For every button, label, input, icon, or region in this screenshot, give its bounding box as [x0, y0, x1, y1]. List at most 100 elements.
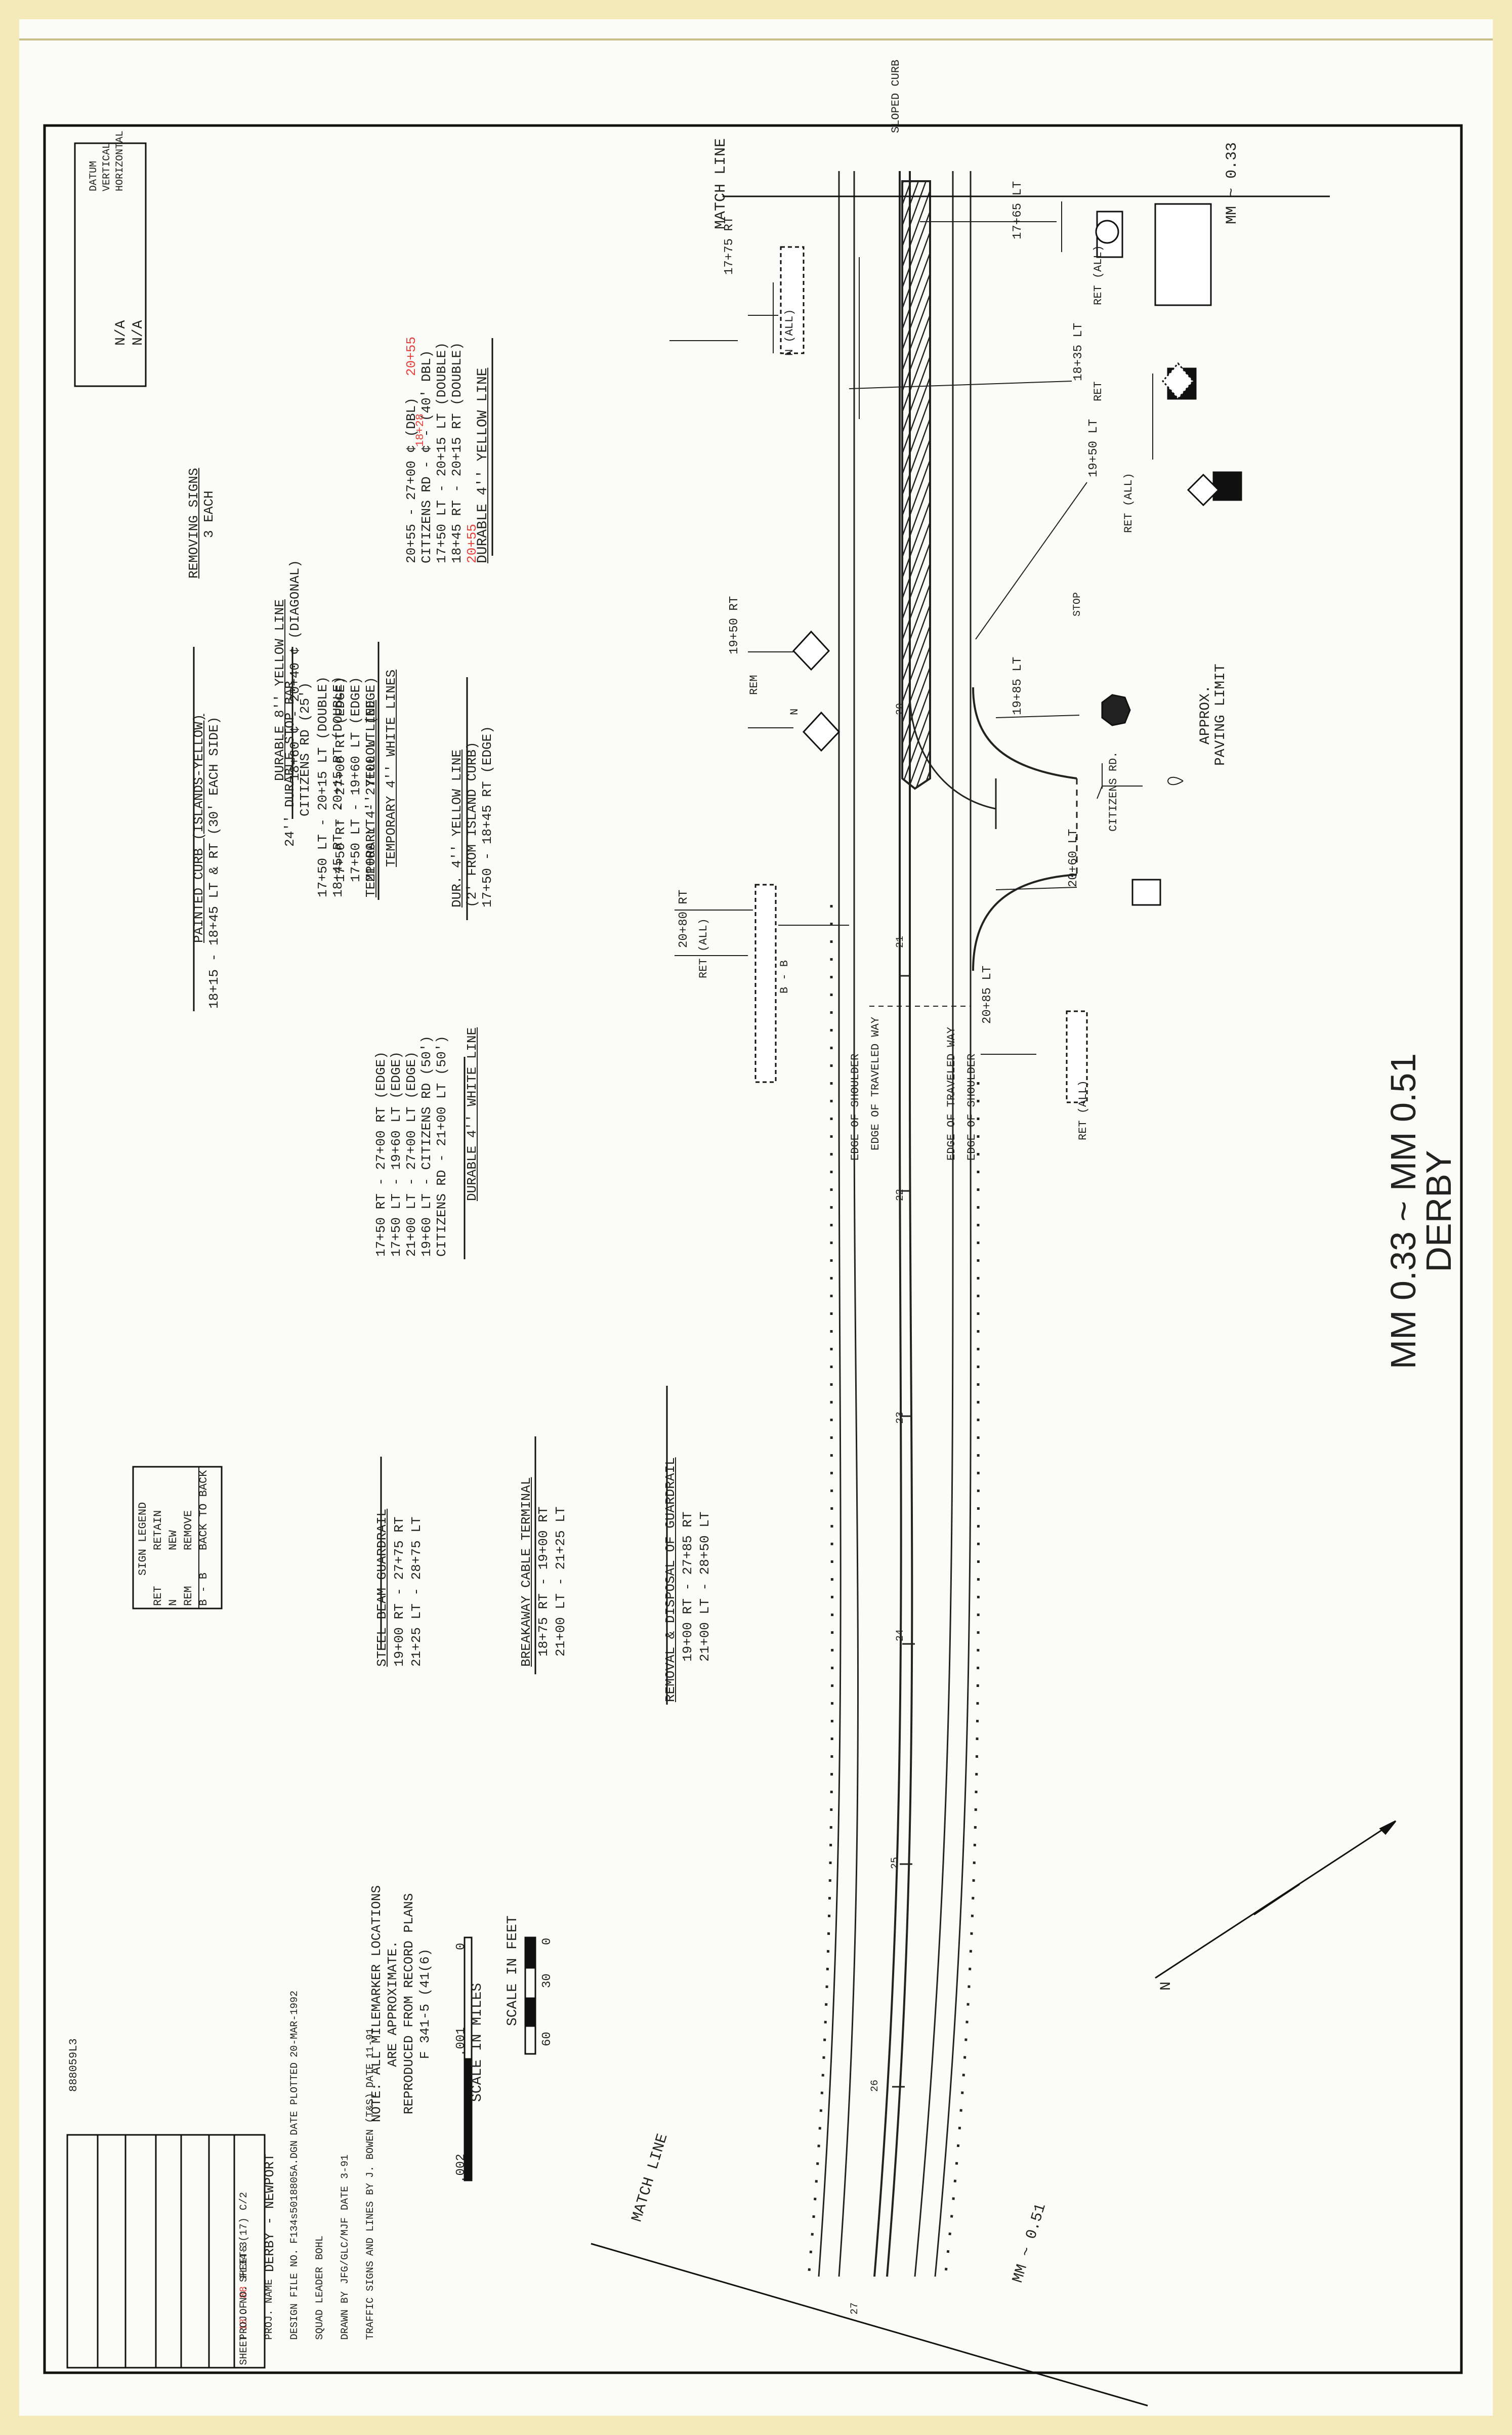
station-callout: 20+85 LT [981, 965, 994, 1024]
station-number: 20 [895, 703, 906, 715]
station-number: 23 [895, 1411, 906, 1424]
note-line: 18+45 RT - 20+15 RT (DOUBLE) [449, 342, 465, 563]
scale-tick: 0 [540, 1937, 554, 1945]
note-line: 21+00 LT - 21+25 LT [553, 1506, 568, 1657]
legend-code: RET [152, 1586, 164, 1606]
tb-label: PROJ. NAME [264, 2279, 275, 2340]
paving-limit-note: APPROX. PAVING LIMIT [1198, 664, 1229, 766]
note-line: ARE APPROXIMATE. [385, 1941, 400, 2067]
datum-vertical: VERTICAL [101, 142, 113, 191]
scale-tick: 0 [454, 1943, 468, 1950]
datum-label: DATUM [88, 160, 100, 191]
title-block [66, 2134, 266, 2369]
tb-label: TRAFFIC SIGNS [365, 2260, 376, 2340]
note-heading: STEEL BEAM GUARDRAIL [374, 1508, 390, 1667]
mm-bottom-label: MM ~ 0.51 [1010, 2201, 1050, 2285]
datum-vertical-value: N/A [113, 320, 129, 346]
tb-value: 3-91 [340, 2154, 351, 2179]
red-annotation: 20+55 [465, 523, 480, 563]
datum-horizontal-value: N/A [131, 320, 146, 346]
station-number: 26 [869, 2079, 881, 2092]
tb-value: 20-MAR-1992 [289, 1990, 301, 2057]
note-heading: REMOVING SIGNS [186, 468, 201, 579]
note-line: (2' FROM ISLAND CURB) [465, 741, 480, 907]
note-line: 17+50 LT - 20+15 LT (DOUBLE) [315, 676, 330, 897]
note-line: 21+00 LT - 28+50 LT [697, 1511, 712, 1662]
divided-hwy-sign-new-icon [802, 711, 841, 752]
sign-lake-memphremagog [780, 246, 805, 354]
sign-citizens-rd [1066, 1010, 1088, 1103]
note-heading: TEMPORARY 4'' WHITE LINES [384, 669, 399, 867]
datum-horizontal: HORIZONTAL [114, 130, 126, 191]
station-callout: 19+50 LT [1087, 419, 1101, 477]
durable-white-lines: 17+50 RT - 27+00 RT (EDGE) 17+50 LT - 19… [373, 1036, 449, 1257]
station-callout: 19+50 RT [728, 596, 741, 654]
note-heading: BREAKAWAY CABLE TERMINAL [519, 1477, 534, 1667]
match-line-bottom [591, 2243, 1148, 2407]
datum-values: N/A N/A [113, 320, 147, 346]
mm-top-label: MM ~ 0.33 [1224, 142, 1241, 224]
sign-code: B - B [778, 960, 791, 994]
speed-limit-sign-icon [1131, 879, 1161, 906]
sign-canada-st-johnsbury [1154, 203, 1212, 306]
red-annotation: 20+55 [404, 336, 419, 376]
roadway [807, 171, 1078, 2277]
tb-label: PROJ. NO. [238, 2285, 250, 2340]
sheet-border [43, 124, 1463, 2374]
tb-label: SQUAD LEADER [314, 2266, 326, 2340]
datum-block: DATUM VERTICAL HORIZONTAL [88, 131, 127, 191]
sign-border-patrol [754, 884, 777, 1083]
note-line: 18+15 - 18+45 LT & RT (30' EACH SIDE) [206, 716, 222, 1009]
guardrail-removal: REMOVAL & DISPOSAL OF GUARDRAIL 19+00 RT… [662, 1457, 713, 1702]
stop-sign-text: STOP [1072, 592, 1083, 616]
note-line: 3 EACH [201, 490, 217, 538]
note-line: F 341-5 (41(6) [417, 1948, 433, 2059]
note-line: REPRODUCED FROM RECORD PLANS [401, 1893, 416, 2115]
temp-white-lines: 17+50 RT - 27+00 RT (EDGE) 17+50 LT - 19… [333, 677, 379, 882]
edge-label: EDGE OF TRAVELED WAY [945, 1026, 958, 1161]
note-heading: 24'' DURABLE STOP BAR [282, 681, 298, 847]
note-heading: DUR. 4'' YELLOW LINE [449, 749, 465, 907]
divided-hwy-sign-icon [792, 630, 830, 671]
legend-title: SIGN LEGEND [137, 1502, 149, 1576]
sign-code: RET (ALL) [1092, 245, 1105, 305]
tb-value: JFG/GLC/MJF [340, 2217, 351, 2284]
legend-code: N [167, 1599, 180, 1606]
tb-label: DATE [365, 2063, 376, 2088]
tb-label: DRAWN BY [340, 2291, 351, 2340]
note-heading: REMOVAL & DISPOSAL OF GUARDRAIL [663, 1457, 678, 1702]
temp-white-notes: TEMPORARY 4'' WHITE LINES [384, 670, 399, 867]
scale-tick: .001 [454, 2027, 468, 2056]
station-number: 21 [895, 935, 906, 948]
station-callout: 20+60 LT [1067, 829, 1080, 887]
station-callout: 17+65 LT [1011, 181, 1025, 239]
tb-value: F134s5018805A.DGN [289, 2140, 301, 2244]
edge-label: EDGE OF SHOULDER [965, 1053, 978, 1161]
station-number: 25 [890, 1856, 901, 1869]
sheet-id: 888059L3 [67, 2038, 80, 2092]
sloped-curb-label: SLOPED CURB [890, 59, 902, 133]
red-annotation: 18+28 [414, 413, 427, 447]
removing-signs: REMOVING SIGNS 3 EACH [186, 468, 217, 579]
tb-value: C/2 [238, 2192, 250, 2210]
tb-value: J. BOWEN (T&S) [365, 2092, 376, 2178]
legend-meaning: BACK TO BACK [197, 1470, 210, 1550]
station-number: 27 [849, 2302, 861, 2315]
tb-value: F134-3(17) [238, 2217, 250, 2278]
station-number: 24 [895, 1629, 906, 1641]
north-arrow-icon [1155, 1820, 1397, 1979]
citizens-rd-label: CITIZENS RD. [1107, 751, 1120, 832]
station-number: 22 [895, 1188, 906, 1201]
stop-sign-icon [1101, 694, 1131, 726]
sign-code: N (ALL) [783, 309, 796, 356]
note-line: 21+00 LT - 27+00 LT (EDGE) [363, 677, 379, 882]
note-line: CITIZENS RD - 21+00 LT (50') [434, 1036, 449, 1257]
dur-yellow-island: DUR. 4'' YELLOW LINE (2' FROM ISLAND CUR… [449, 726, 495, 907]
drawing-text-layer: MM 0.33 ~ MM 0.51 DERBY MATCH LINE MM ~ … [19, 19, 1493, 2416]
scale-miles-label: SCALE IN MILES [470, 1983, 485, 2102]
station-callout: 20+80 RT [677, 889, 691, 948]
plan-sheet: MM 0.33 ~ MM 0.51 DERBY MATCH LINE MM ~ … [19, 19, 1493, 2416]
edge-label: EDGE OF TRAVELED WAY [869, 1016, 882, 1150]
steel-beam-guardrail: STEEL BEAM GUARDRAIL 19+00 RT - 27+75 RT… [373, 1509, 425, 1667]
